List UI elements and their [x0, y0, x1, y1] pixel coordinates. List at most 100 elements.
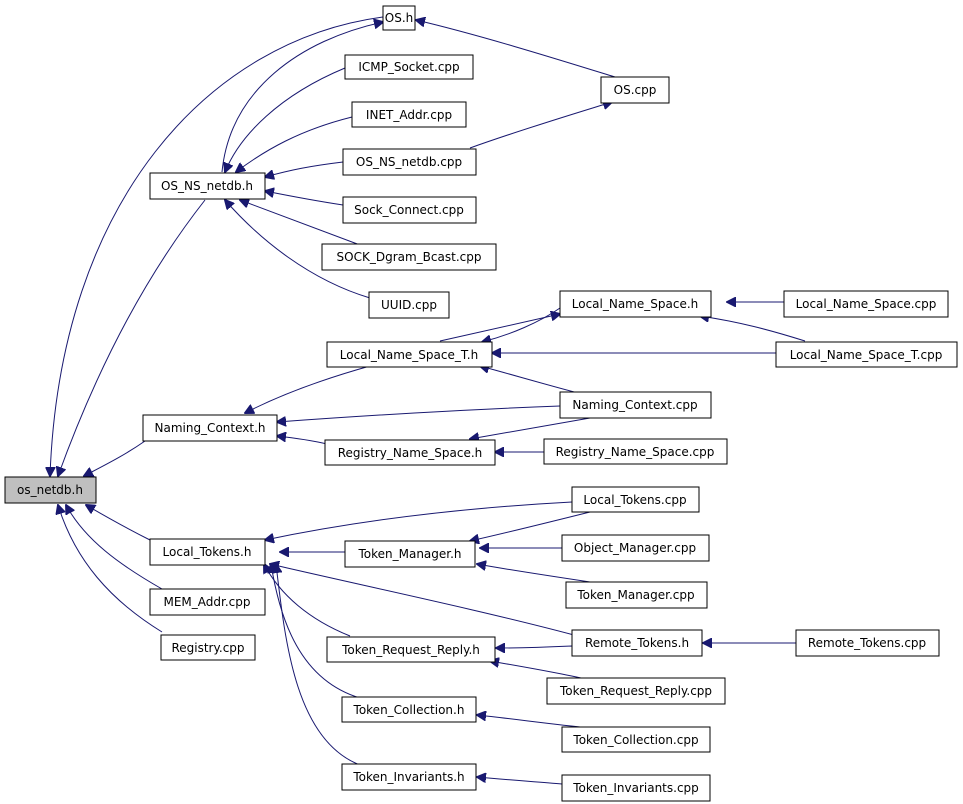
node-local-name-space-t-h[interactable]: Local_Name_Space_T.h	[326, 341, 493, 368]
edge-token-collection-h-to-local-tokens-h	[271, 564, 361, 699]
node-mem-addr-cpp[interactable]: MEM_Addr.cpp	[149, 588, 266, 616]
edge-local-name-space-h-to-local-name-space-t-h	[482, 307, 561, 342]
edge-local-tokens-h-to-os-netdb-h	[86, 505, 151, 541]
edge-local-name-space-t-cpp-to-local-name-space-h	[700, 316, 806, 342]
edge-token-request-reply-cpp-to-token-request-reply-h	[490, 661, 591, 681]
edge-local-tokens-cpp-to-local-tokens-h	[265, 501, 573, 540]
node-registry-cpp[interactable]: Registry.cpp	[160, 634, 256, 661]
node-label: Token_Request_Reply.h	[341, 643, 480, 657]
node-label: Local_Name_Space_T.h	[340, 348, 478, 362]
node-label: Registry_Name_Space.cpp	[556, 445, 715, 459]
edge-naming-context-h-to-os-netdb-h	[84, 440, 146, 476]
edge-remote-tokens-h-to-token-request-reply-h	[496, 646, 573, 648]
node-local-tokens-h[interactable]: Local_Tokens.h	[149, 538, 266, 566]
edge-sock-connect-cpp-to-os-ns-netdb-h	[265, 191, 344, 206]
edge-token-invariants-cpp-to-token-invariants-h	[477, 777, 563, 785]
node-label: OS.h	[385, 11, 413, 25]
node-label: MEM_Addr.cpp	[164, 595, 251, 609]
edge-registry-cpp-to-os-netdb-h	[58, 505, 163, 633]
node-object-manager-cpp[interactable]: Object_Manager.cpp	[561, 534, 710, 562]
edge-inet-addr-cpp-to-os-ns-netdb-h	[236, 116, 353, 172]
edge-registry-name-space-h-to-naming-context-h	[277, 436, 328, 445]
node-label: Remote_Tokens.h	[585, 636, 689, 650]
node-os-ns-netdb-cpp[interactable]: OS_NS_netdb.cpp	[342, 148, 477, 176]
node-local-name-space-t-cpp[interactable]: Local_Name_Space_T.cpp	[775, 341, 958, 368]
edge-local-name-space-t-h-to-local-name-space-h	[439, 314, 560, 342]
node-os-ns-netdb-h[interactable]: OS_NS_netdb.h	[149, 172, 266, 200]
node-label: Token_Collection.cpp	[572, 733, 698, 747]
node-label: Object_Manager.cpp	[574, 541, 696, 555]
edge-os-ns-netdb-cpp-to-os-ns-netdb-h	[265, 161, 344, 177]
node-label: Remote_Tokens.cpp	[808, 636, 926, 650]
node-token-request-reply-h[interactable]: Token_Request_Reply.h	[326, 636, 496, 663]
node-icmp-socket-cpp[interactable]: ICMP_Socket.cpp	[344, 54, 474, 80]
edge-naming-context-cpp-to-registry-name-space-h	[470, 417, 591, 439]
edge-os-ns-netdb-cpp-to-os-cpp	[469, 102, 612, 149]
node-sock-dgram-bcast-cpp[interactable]: SOCK_Dgram_Bcast.cpp	[321, 243, 497, 271]
nodes: OS.h ICMP_Socket.cpp OS.cpp INET_Addr.cp…	[4, 5, 958, 802]
edges	[50, 16, 806, 785]
node-sock-connect-cpp[interactable]: Sock_Connect.cpp	[342, 196, 477, 224]
node-token-manager-h[interactable]: Token_Manager.h	[344, 540, 476, 568]
node-registry-name-space-h[interactable]: Registry_Name_Space.h	[324, 439, 496, 466]
node-uuid-cpp[interactable]: UUID.cpp	[368, 291, 450, 319]
edge-naming-context-cpp-to-local-name-space-t-h	[480, 366, 579, 394]
node-naming-context-cpp[interactable]: Naming_Context.cpp	[559, 391, 712, 419]
node-token-collection-h[interactable]: Token_Collection.h	[341, 696, 477, 723]
edge-sock-dgram-bcast-cpp-to-os-ns-netdb-h	[240, 200, 361, 246]
edge-icmp-socket-cpp-to-os-ns-netdb-h	[225, 67, 346, 172]
node-local-tokens-cpp[interactable]: Local_Tokens.cpp	[571, 486, 700, 513]
node-label: Sock_Connect.cpp	[354, 203, 464, 217]
edge-mem-addr-cpp-to-os-netdb-h	[66, 505, 163, 590]
edge-token-manager-cpp-to-token-manager-h	[477, 564, 591, 583]
node-label: Token_Manager.cpp	[576, 588, 694, 602]
node-label: Naming_Context.cpp	[572, 398, 697, 412]
node-label: OS.cpp	[614, 83, 657, 97]
node-naming-context-h[interactable]: Naming_Context.h	[142, 414, 278, 442]
edge-os-h-to-os-netdb-h	[50, 16, 384, 476]
node-label: Local_Tokens.cpp	[583, 493, 686, 507]
edge-os-cpp-to-os-h	[416, 20, 616, 78]
node-token-invariants-cpp[interactable]: Token_Invariants.cpp	[561, 774, 711, 802]
node-label: os_netdb.h	[17, 483, 83, 497]
node-label: OS_NS_netdb.h	[161, 179, 253, 193]
node-label: Registry_Name_Space.h	[338, 446, 483, 460]
edge-local-name-space-t-h-to-naming-context-h	[245, 365, 371, 413]
node-label: SOCK_Dgram_Bcast.cpp	[337, 250, 482, 264]
node-label: ICMP_Socket.cpp	[358, 60, 459, 74]
node-remote-tokens-h[interactable]: Remote_Tokens.h	[571, 629, 703, 657]
node-label: Token_Collection.h	[353, 703, 465, 717]
node-os-cpp[interactable]: OS.cpp	[600, 76, 670, 104]
node-registry-name-space-cpp[interactable]: Registry_Name_Space.cpp	[543, 438, 728, 465]
edge-os-ns-netdb-h-to-os-netdb-h	[58, 199, 206, 476]
node-local-name-space-h[interactable]: Local_Name_Space.h	[559, 290, 712, 318]
node-label: Local_Name_Space.cpp	[796, 297, 937, 311]
node-remote-tokens-cpp[interactable]: Remote_Tokens.cpp	[795, 629, 940, 657]
edge-uuid-cpp-to-os-ns-netdb-h	[225, 200, 371, 299]
node-os-h[interactable]: OS.h	[382, 5, 416, 31]
node-label: Local_Name_Space_T.cpp	[790, 348, 943, 362]
node-label: INET_Addr.cpp	[366, 108, 452, 122]
node-local-name-space-cpp[interactable]: Local_Name_Space.cpp	[783, 290, 949, 318]
node-inet-addr-cpp[interactable]: INET_Addr.cpp	[351, 101, 467, 128]
node-label: Token_Manager.h	[357, 547, 461, 561]
node-label: Token_Invariants.h	[352, 770, 464, 784]
node-label: Local_Name_Space.h	[572, 297, 699, 311]
node-label: OS_NS_netdb.cpp	[356, 155, 462, 169]
edge-naming-context-cpp-to-naming-context-h	[277, 405, 561, 422]
edge-remote-tokens-h-to-local-tokens-h	[270, 564, 575, 636]
node-label: Naming_Context.h	[154, 421, 265, 435]
node-os-netdb-h[interactable]: os_netdb.h	[4, 476, 97, 504]
edge-token-invariants-h-to-local-tokens-h	[276, 564, 361, 766]
edge-token-collection-cpp-to-token-collection-h	[477, 715, 591, 729]
node-token-invariants-h[interactable]: Token_Invariants.h	[341, 763, 477, 791]
edge-os-ns-netdb-h-to-os-h	[221, 22, 383, 173]
node-token-request-reply-cpp[interactable]: Token_Request_Reply.cpp	[546, 677, 726, 705]
node-token-collection-cpp[interactable]: Token_Collection.cpp	[561, 726, 711, 753]
node-token-manager-cpp[interactable]: Token_Manager.cpp	[565, 581, 708, 609]
node-label: Token_Request_Reply.cpp	[559, 684, 712, 698]
node-label: Local_Tokens.h	[163, 545, 252, 559]
edge-local-tokens-cpp-to-token-manager-h	[470, 511, 591, 541]
node-label: Token_Invariants.cpp	[572, 781, 699, 795]
